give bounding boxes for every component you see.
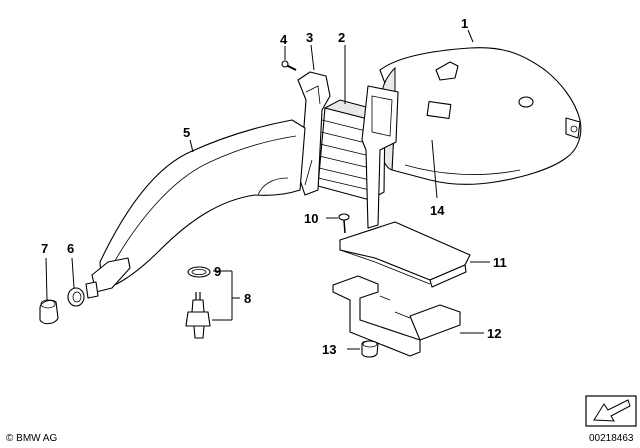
part-5-intake-snorkel <box>85 119 306 299</box>
callout-7: 7 <box>41 241 48 256</box>
callout-12: 12 <box>487 326 501 341</box>
part-7-grommet <box>39 299 59 325</box>
callout-2: 2 <box>338 30 345 45</box>
part-12-lower-bracket <box>332 275 461 357</box>
callout-13: 13 <box>322 342 336 357</box>
part-6-ring <box>67 287 85 307</box>
callout-14: 14 <box>430 203 445 218</box>
callout-labels: 1 2 3 4 5 6 7 8 9 10 11 12 13 14 <box>41 16 507 357</box>
leader-lines <box>45 29 490 350</box>
part-8-sensor <box>185 292 211 339</box>
callout-3: 3 <box>306 30 313 45</box>
callout-10: 10 <box>304 211 318 226</box>
part-1-air-collector <box>379 47 582 186</box>
callout-6: 6 <box>67 241 74 256</box>
drawing-number: 00218463 <box>589 433 634 444</box>
callout-11: 11 <box>493 255 507 270</box>
part-4-screw <box>281 60 297 71</box>
part-11-upper-bracket <box>339 221 471 288</box>
part-9-o-ring <box>187 266 211 278</box>
callout-9: 9 <box>214 264 221 279</box>
filter-frame <box>361 85 399 229</box>
callout-5: 5 <box>183 125 190 140</box>
part-13-grommet <box>361 340 379 358</box>
callout-1: 1 <box>461 16 468 31</box>
callout-4: 4 <box>280 32 288 47</box>
copyright-text: © BMW AG <box>6 433 57 444</box>
part-10-screw <box>338 213 350 234</box>
orientation-arrow-icon <box>585 395 637 427</box>
callout-8: 8 <box>244 291 251 306</box>
